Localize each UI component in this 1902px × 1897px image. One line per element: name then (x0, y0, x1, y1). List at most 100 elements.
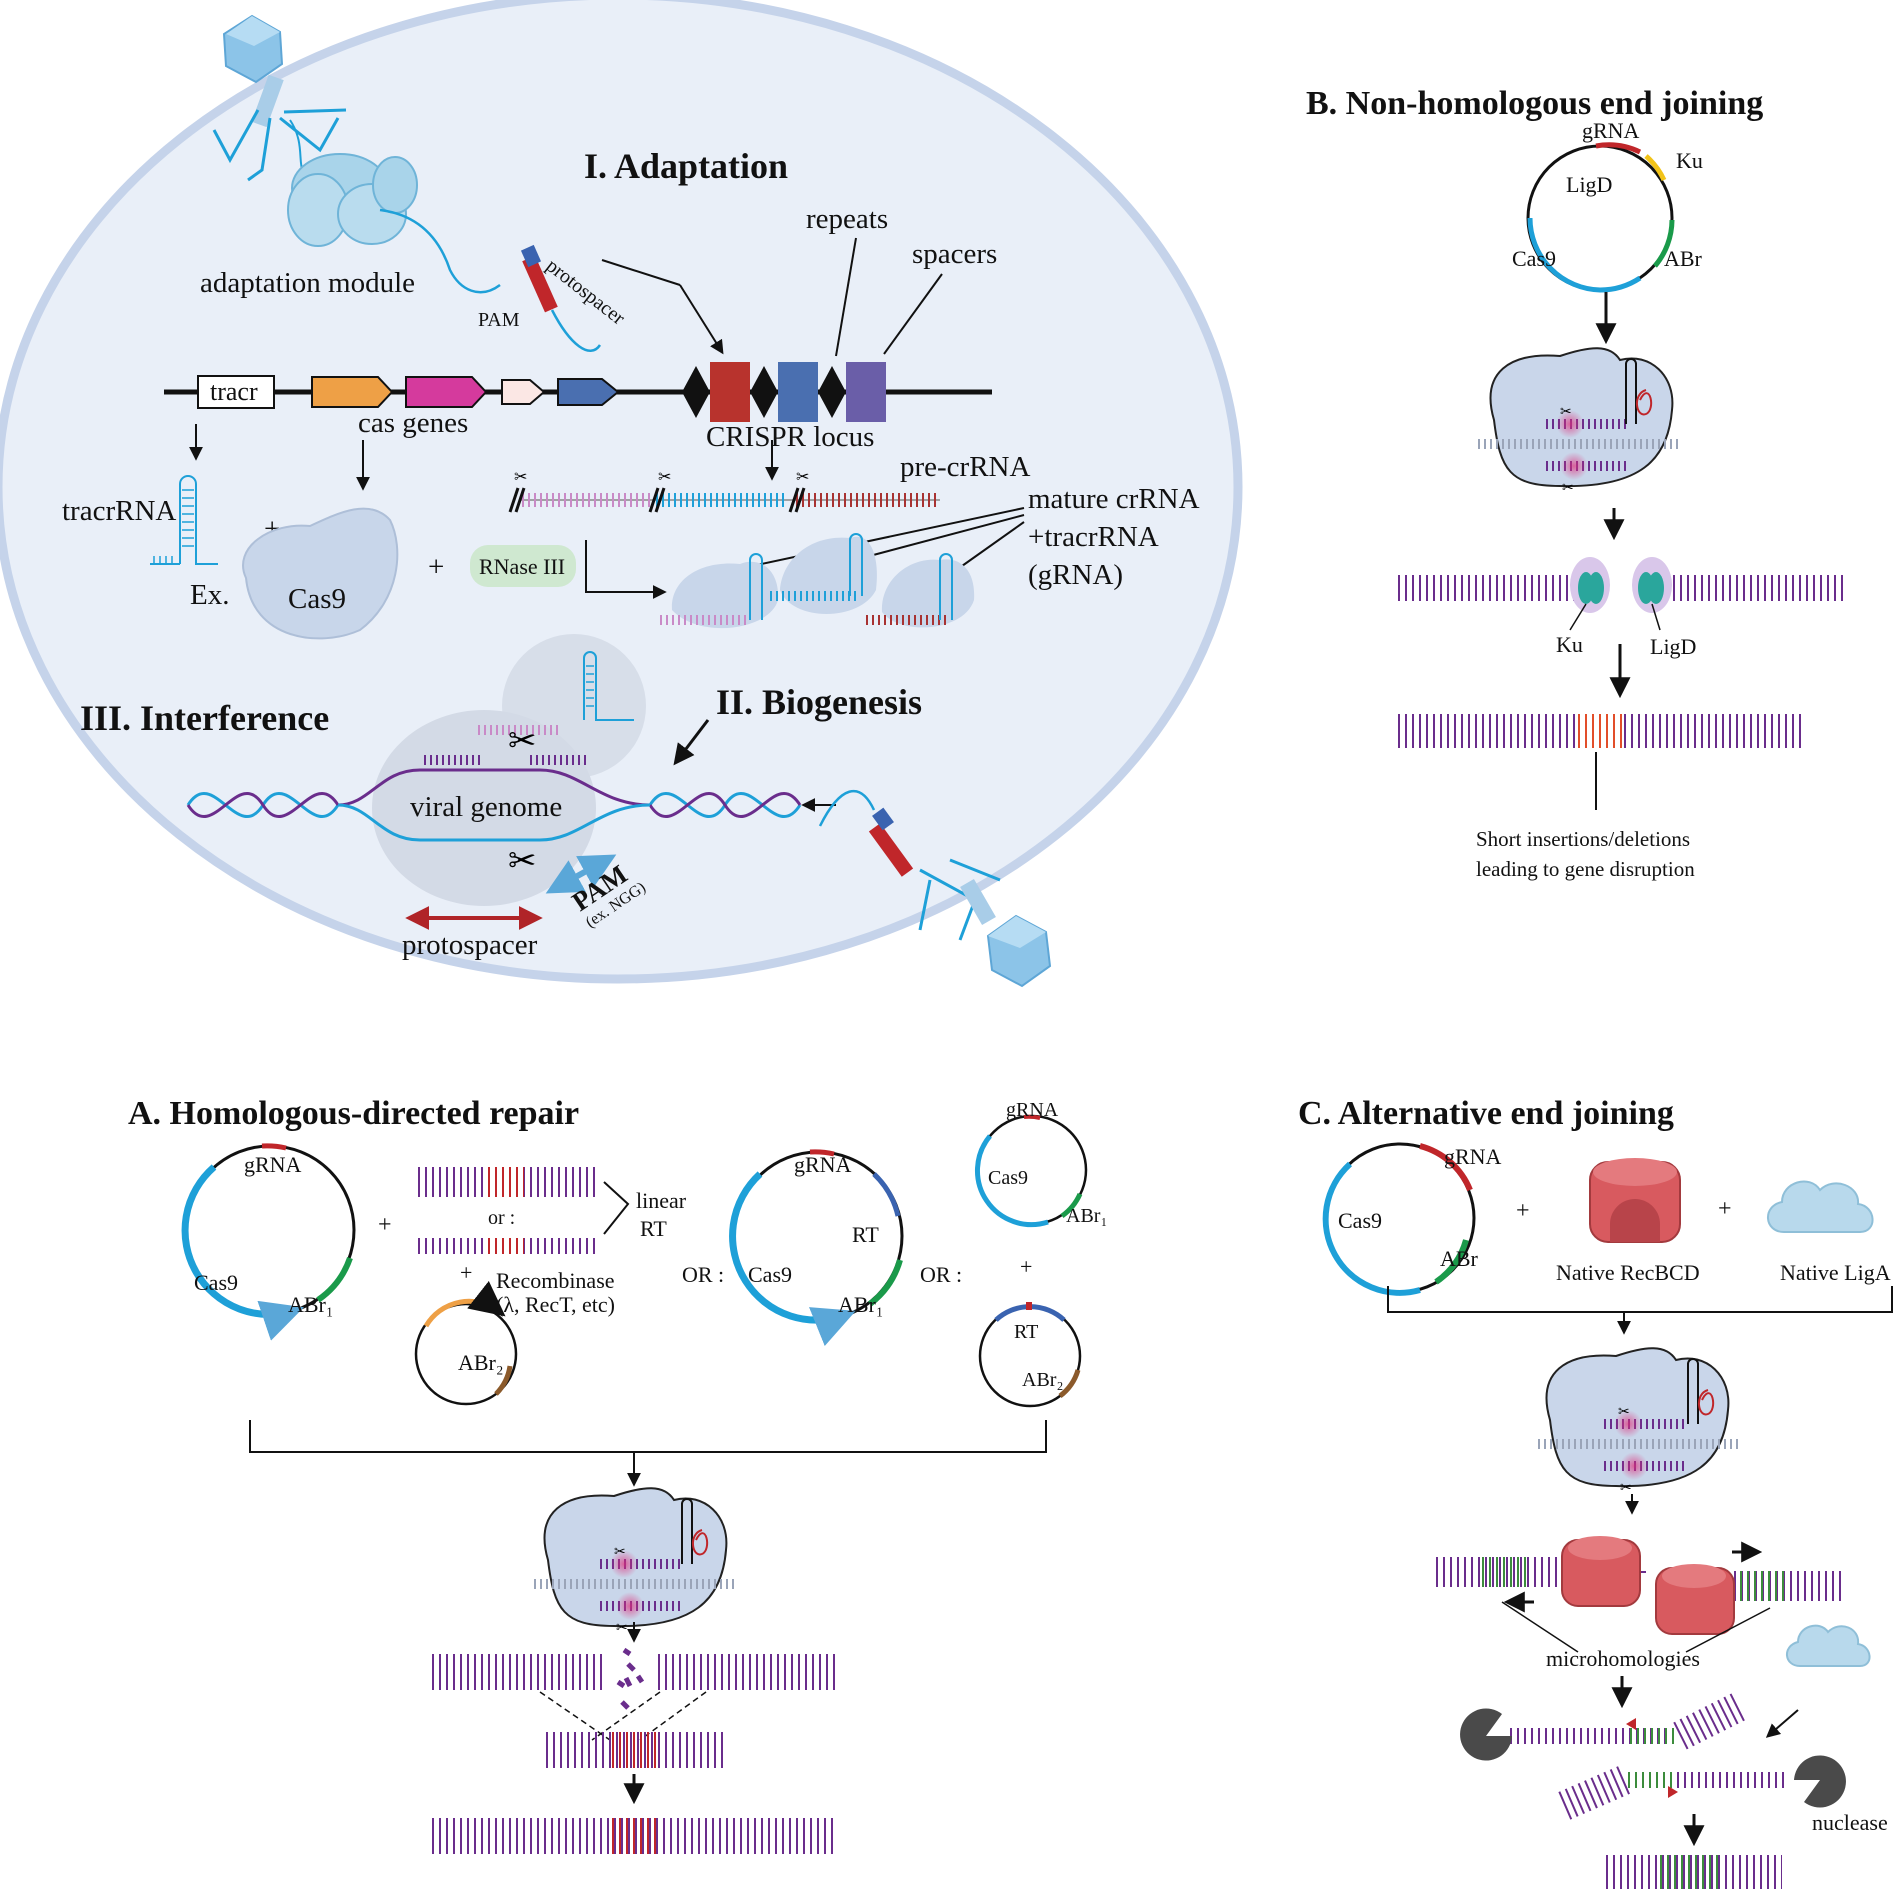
nhej-plasmid (1526, 142, 1675, 293)
hdr-cas9-2-label: Cas9 (748, 1262, 792, 1287)
svg-text:✂: ✂ (1618, 1405, 1630, 1420)
svg-text:✂: ✂ (1560, 405, 1572, 420)
crispr-locus (164, 362, 992, 422)
panel-b-title: B. Non-homologous end joining (1306, 85, 1763, 122)
phage-top-icon (212, 14, 347, 182)
plus-2: + (428, 551, 444, 583)
panel-a-title: A. Homologous-directed repair (128, 1095, 579, 1132)
cas-gene-1 (311, 376, 394, 408)
nhej-cas9-label: Cas9 (1512, 246, 1556, 271)
hdr-broken-dna (432, 1647, 836, 1768)
insertion-arrow (601, 259, 681, 286)
repeats-label: repeats (806, 203, 888, 235)
tracrrna-hairpin (150, 475, 218, 565)
hdr-plasmid-1 (181, 1143, 356, 1341)
nhej-ligd-label: LigD (1566, 172, 1612, 197)
interference-complex: ✂ ✂ (186, 634, 802, 906)
spacers-label: spacers (912, 238, 997, 270)
hdr-plasmid-4 (978, 1302, 1082, 1408)
nuclease-label: nuclease (1812, 1810, 1888, 1835)
nhej-ligd-bottom-label: LigD (1650, 634, 1696, 659)
pre-crrna: ✂ ✂ ✂ (508, 469, 940, 513)
hdr-recombinase-plasmid (414, 1280, 518, 1406)
hdr-abr2-3-label: ABr₂ (1022, 1369, 1063, 1391)
altej-grna-label: gRNA (1444, 1144, 1502, 1169)
panel-altej: C. Alternative end joining gRNA Cas9 ABr… (1298, 1095, 1893, 1889)
nhej-broken-dna (1398, 557, 1844, 631)
tracrrna-plus-label: +tracrRNA (1028, 521, 1159, 553)
hdr-abr1-3-label: ABr₁ (1066, 1205, 1107, 1227)
recbcd-label: Native RecBCD (1556, 1260, 1700, 1285)
nhej-cas9-complex: ✂ ✂ (1478, 347, 1678, 496)
tracr-box (197, 375, 275, 409)
rnase-badge (470, 545, 576, 587)
nuclease-icon-left (1460, 1708, 1512, 1761)
section-adaptation-title: I. Adaptation (584, 146, 788, 186)
spacer-2 (778, 362, 818, 422)
hdr-abr1-label: ABr₁ (288, 1292, 334, 1317)
svg-text:✂: ✂ (796, 469, 809, 486)
cas9-protein-icon (242, 507, 399, 640)
hdr-rt-3-label: RT (1014, 1321, 1038, 1343)
svg-text:✂: ✂ (514, 469, 527, 486)
hdr-grna-3-label: gRNA (1006, 1099, 1059, 1121)
ex-label: Ex. (190, 579, 229, 611)
repeat-1 (682, 366, 710, 418)
adaptation-module-label: adaptation module (200, 267, 415, 299)
panel-c-title: C. Alternative end joining (1298, 1095, 1674, 1132)
mature-crrna-label: mature crRNA (1028, 483, 1200, 515)
altej-bracket (1387, 1286, 1893, 1313)
liga-label: Native LigA (1780, 1260, 1891, 1285)
svg-text:✂: ✂ (1562, 481, 1574, 496)
cas-genes-label: cas genes (358, 407, 468, 439)
nhej-grna-label: gRNA (1582, 118, 1640, 143)
nhej-ku-bottom-label: Ku (1556, 632, 1583, 657)
spacer-3 (846, 362, 886, 422)
grna-paren-label: (gRNA) (1028, 559, 1123, 591)
spacers-pointer (883, 273, 943, 355)
hdr-grna-2-label: gRNA (794, 1152, 852, 1177)
altej-plus-2: + (1718, 1196, 1732, 1222)
svg-text:✂: ✂ (508, 843, 537, 880)
hdr-plus-3: + (1020, 1254, 1032, 1279)
altej-plasmid (1322, 1142, 1476, 1296)
cas9-label: Cas9 (288, 583, 346, 615)
mature-crrna-complexes (660, 533, 975, 629)
viral-genome-label: viral genome (410, 791, 562, 823)
hdr-plasmid-3 (974, 1114, 1088, 1228)
recbcd-icon (1589, 1158, 1681, 1243)
hdr-recombinase-examples: (λ, RecT, etc) (496, 1292, 615, 1317)
hdr-cas9-label: Cas9 (194, 1270, 238, 1295)
hdr-rt-2-label: RT (852, 1222, 879, 1247)
adaptation-module-icon (287, 153, 501, 294)
crispr-locus-label: CRISPR locus (706, 421, 874, 453)
svg-text:✂: ✂ (616, 1621, 628, 1636)
spacer-1 (710, 362, 750, 422)
section-interference-title: III. Interference (80, 698, 329, 738)
panel-hdr: A. Homologous-directed repair gRNA Cas9 … (128, 1095, 1107, 1854)
altej-annealing (1460, 1624, 1871, 1820)
svg-text:✂: ✂ (658, 469, 671, 486)
repeat-2 (750, 366, 778, 418)
nuclease-icon-right (1794, 1755, 1846, 1808)
svg-text:✂: ✂ (614, 1545, 626, 1560)
altej-plus-1: + (1516, 1198, 1530, 1224)
repeat-3 (818, 366, 846, 418)
hdr-bracket (249, 1420, 1047, 1453)
hdr-grna-label: gRNA (244, 1152, 302, 1177)
hdr-linear-templates (418, 1167, 630, 1254)
hdr-rt-label: RT (640, 1216, 667, 1241)
protospacer-bottom-label: protospacer (402, 929, 538, 961)
altej-cas9-complex: ✂ ✂ (1538, 1347, 1738, 1496)
hdr-or-2: OR : (920, 1262, 962, 1287)
svg-text:✂: ✂ (1620, 1481, 1632, 1496)
tracrrna-label: tracrRNA (62, 495, 176, 527)
hdr-plasmid-2 (729, 1149, 904, 1347)
tracr-label: tracr (210, 377, 258, 406)
hdr-abr1-2-label: ABr₁ (838, 1292, 884, 1317)
hdr-abr2-label: ABr₂ (458, 1350, 504, 1375)
section-biogenesis-title: II. Biogenesis (716, 682, 922, 722)
svg-text:✂: ✂ (508, 723, 537, 760)
nhej-abr-label: ABr (1664, 246, 1703, 271)
